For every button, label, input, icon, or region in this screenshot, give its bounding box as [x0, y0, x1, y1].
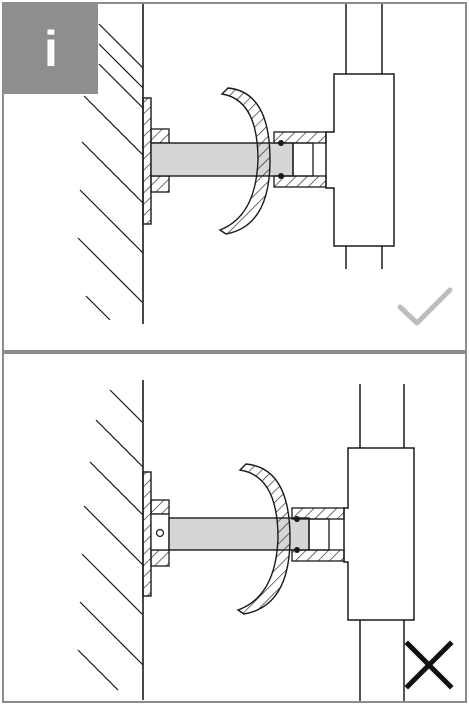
cover-rosette: [218, 87, 271, 235]
incorrect-installation-panel: [2, 352, 467, 703]
radiator-tube: [343, 384, 415, 701]
bracket-rod: [150, 142, 294, 177]
cross-icon: [404, 640, 454, 690]
cover-rosette: [236, 463, 291, 615]
wall: [77, 380, 144, 700]
incorrect-installation-diagram: [77, 380, 454, 701]
connector-sleeve: [273, 131, 327, 188]
correct-installation-diagram: [77, 4, 453, 326]
wall-plate: [142, 471, 170, 597]
correct-installation-panel: i: [2, 2, 467, 352]
checkmark-icon: [397, 287, 453, 326]
radiator-tube: [325, 4, 395, 269]
info-icon: i: [4, 4, 98, 94]
